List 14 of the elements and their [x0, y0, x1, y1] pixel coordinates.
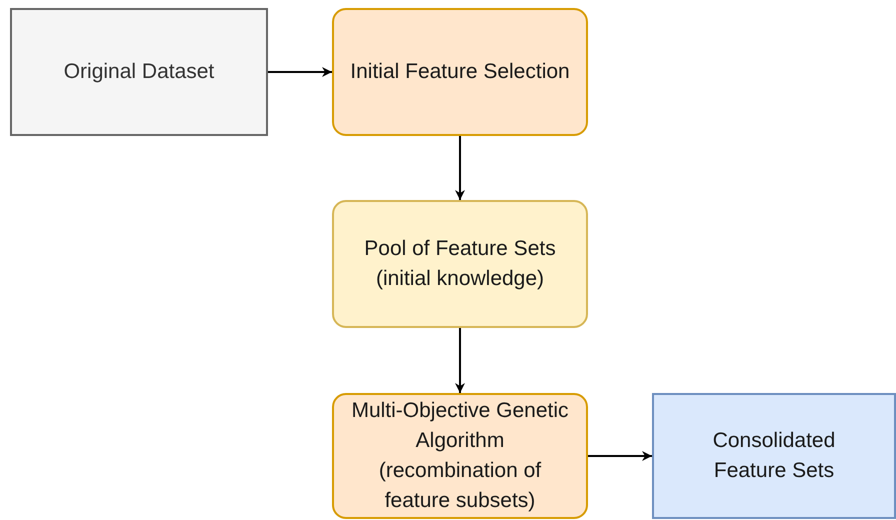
process-box — [10, 8, 268, 136]
arrow — [268, 67, 332, 77]
box-label: Multi-Objective Genetic Algorithm (recombination of feature subsets) — [350, 398, 570, 514]
arrow — [455, 136, 465, 200]
process-box — [332, 393, 588, 519]
box-label: Original Dataset — [64, 59, 214, 85]
process-box — [332, 8, 588, 136]
arrow — [588, 451, 652, 461]
arrow — [455, 328, 465, 393]
box-label: Consolidated Feature Sets — [712, 428, 836, 484]
process-box — [652, 393, 896, 519]
box-label: Initial Feature Selection — [350, 59, 570, 85]
box-label: Pool of Feature Sets (initial knowledge) — [363, 236, 557, 292]
process-box — [332, 200, 588, 328]
